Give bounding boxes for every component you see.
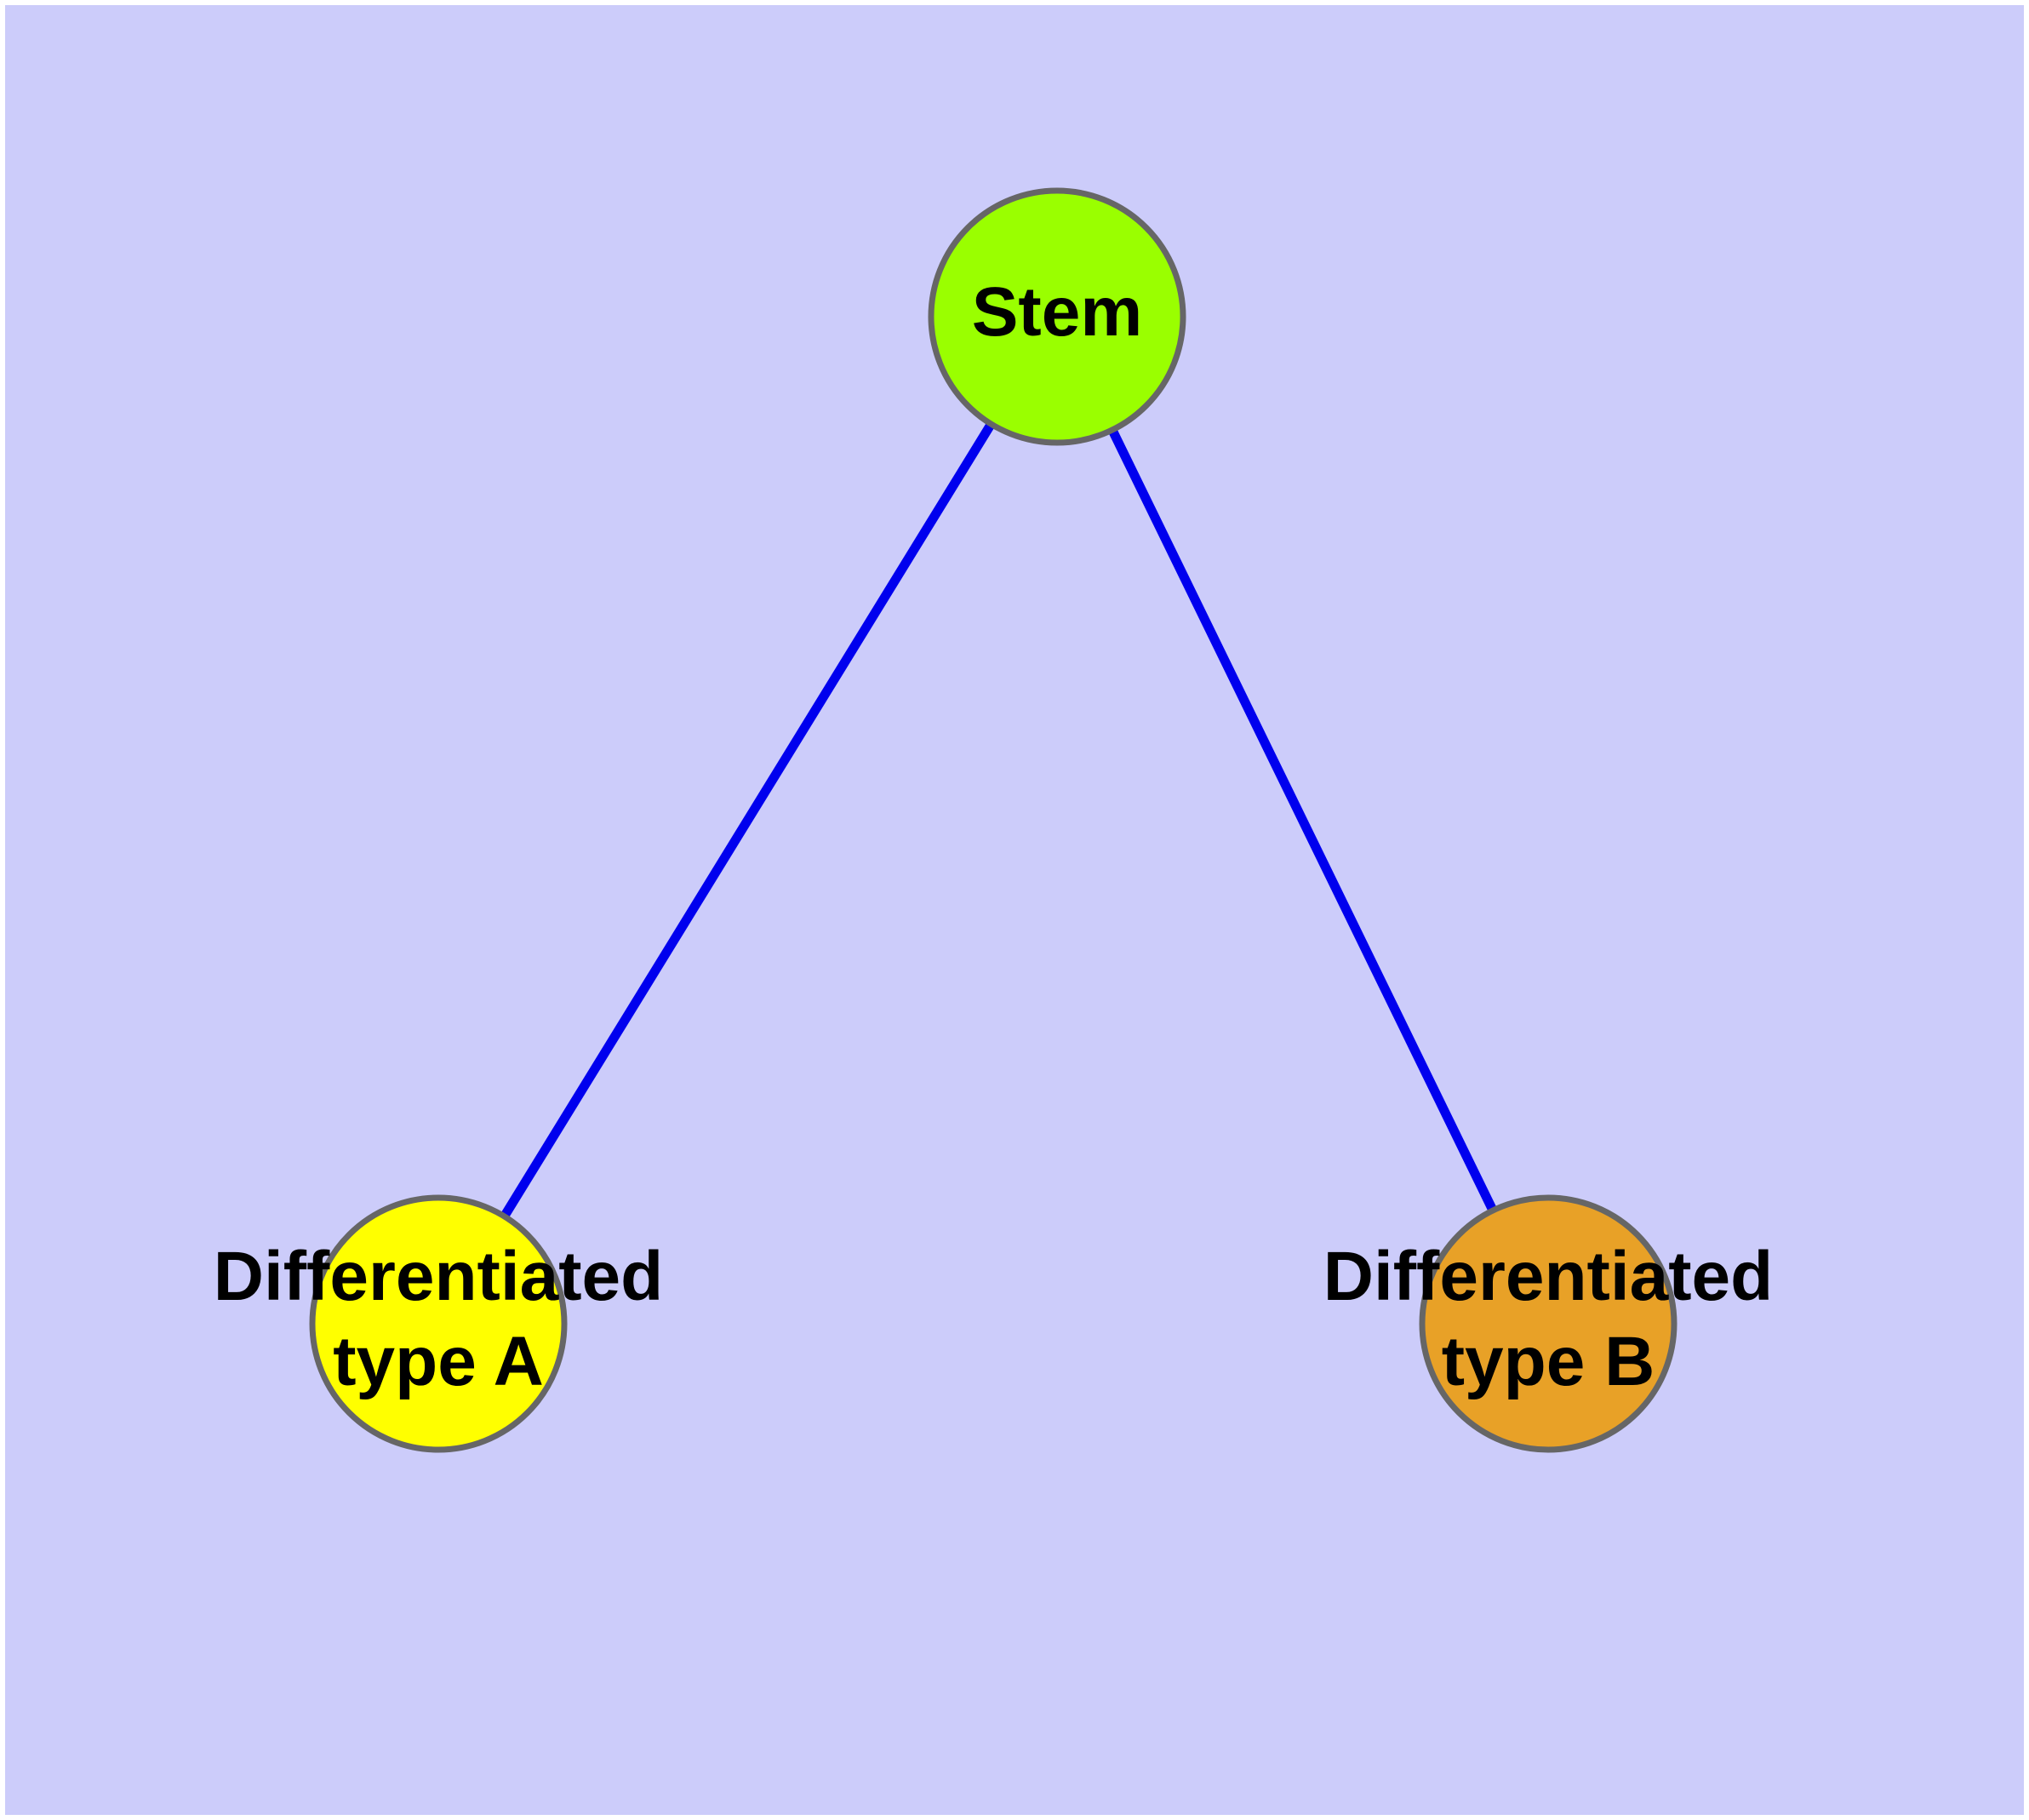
graph-edge-stem-to-b xyxy=(1109,430,1496,1210)
node-shape-diff-b[interactable] xyxy=(1419,1194,1677,1453)
graph-node-stem[interactable]: Stem xyxy=(928,187,1186,446)
node-label-stem: Stem xyxy=(972,273,1143,351)
node-shape-diff-a[interactable] xyxy=(309,1194,568,1453)
edges-group xyxy=(501,423,1496,1217)
graph-edge-stem-to-a xyxy=(501,423,994,1217)
node-shape-stem[interactable] xyxy=(928,187,1186,446)
